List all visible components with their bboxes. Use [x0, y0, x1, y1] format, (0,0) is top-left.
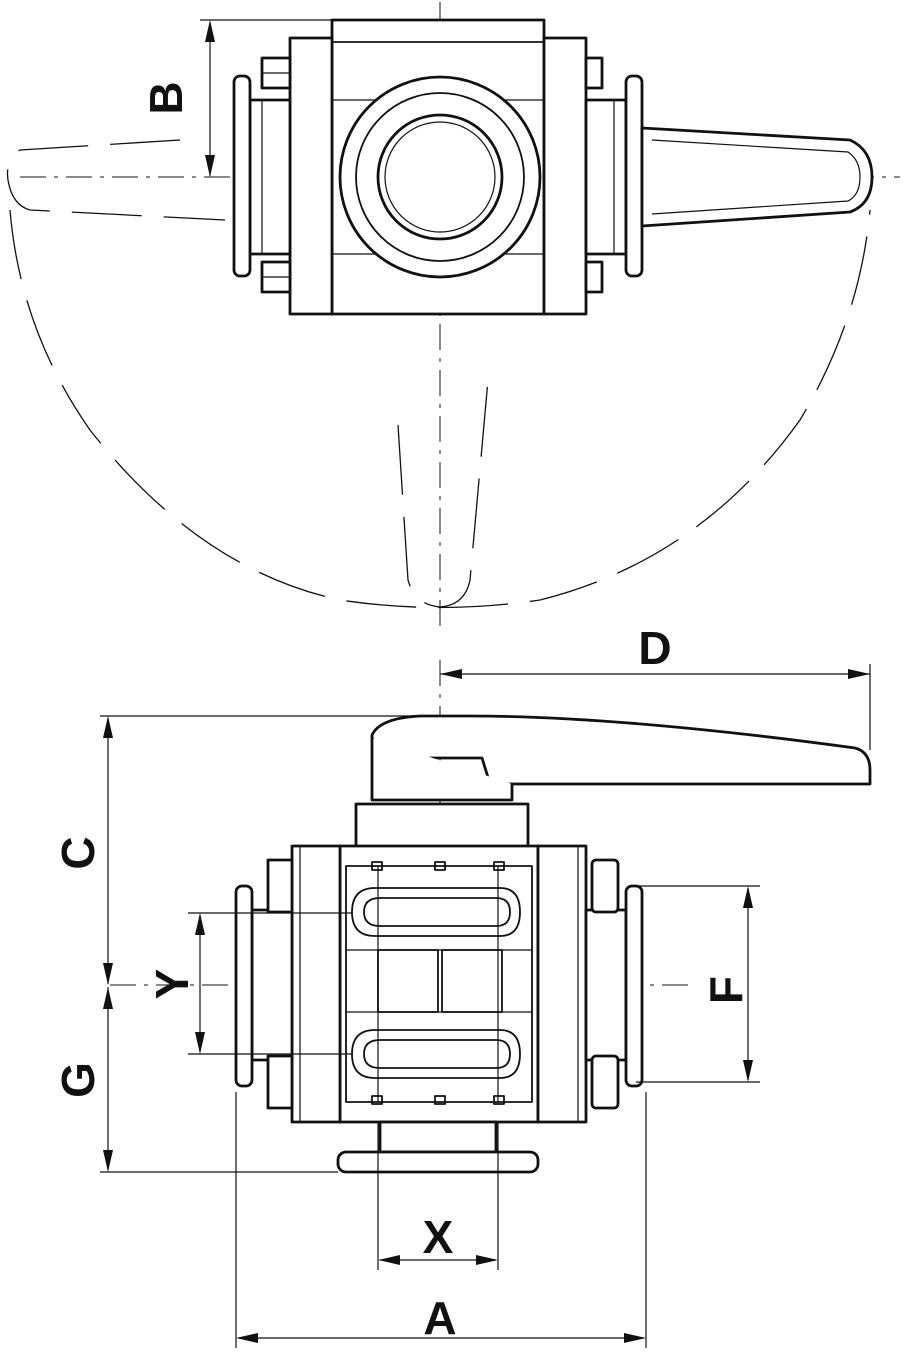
dimension-label-g: G — [52, 1062, 104, 1098]
internal-cavity — [345, 865, 533, 1103]
right-clamp-end — [624, 74, 644, 278]
front-right-clamp — [624, 884, 644, 1088]
left-clamp-ferrule — [248, 98, 292, 256]
upper-channel-inner — [363, 897, 511, 927]
arrow-icon — [195, 913, 205, 935]
pin-icon — [371, 1095, 383, 1105]
handle-hub — [370, 736, 514, 802]
bolt-head-icon — [584, 56, 604, 90]
left-clamp-end — [232, 74, 252, 278]
arrow-icon — [103, 987, 113, 1009]
dimension-label-d: D — [638, 622, 671, 674]
bolt-head-icon — [590, 858, 620, 914]
arrow-icon — [103, 716, 113, 738]
right-flange-plate — [542, 36, 588, 316]
arrow-icon — [205, 20, 215, 42]
front-right-ferrule — [584, 908, 628, 1062]
left-flange-plate — [288, 36, 334, 316]
bolt-head-icon — [590, 1054, 620, 1110]
arrow-icon — [743, 1060, 753, 1082]
port-outer-ring — [338, 75, 542, 279]
arrow-icon — [848, 669, 870, 679]
arrow-icon — [103, 1150, 113, 1172]
lower-channel-inner — [363, 1039, 511, 1069]
bolt-head-icon — [266, 858, 294, 914]
arrow-icon — [476, 1255, 498, 1265]
lower-channel — [351, 1029, 521, 1079]
bottom-port-clamp — [336, 1150, 540, 1174]
handle-inner-line — [651, 139, 861, 215]
swept-handle-outline — [397, 379, 489, 608]
port-bore — [376, 113, 504, 241]
bolt-head-icon — [584, 260, 604, 294]
front-left-clamp — [234, 884, 254, 1088]
pin-icon — [371, 861, 383, 871]
port-bore-inner — [384, 121, 496, 233]
front-right-flange — [536, 844, 588, 1124]
pin-icon — [493, 861, 505, 871]
upper-channel — [351, 887, 521, 937]
top-handle — [640, 126, 874, 228]
pin-icon — [434, 861, 446, 871]
port-ring — [355, 92, 525, 262]
actuator-neck — [354, 802, 530, 850]
swept-handle-left — [6, 139, 226, 221]
dimension-label-f: F — [700, 976, 752, 1004]
dimension-label-c: C — [52, 836, 104, 869]
dimension-label-a: A — [423, 1292, 456, 1344]
arrow-icon — [205, 155, 215, 177]
handle-swing-arc — [9, 209, 871, 609]
top-view: B — [6, 2, 900, 628]
pin-icon — [493, 1095, 505, 1105]
arrow-icon — [378, 1255, 400, 1265]
dimension-label-b: B — [140, 81, 192, 114]
bolt-head-icon — [266, 1054, 294, 1110]
dimension-label-x: X — [423, 1211, 454, 1263]
arrow-icon — [236, 1333, 258, 1343]
arrow-icon — [440, 669, 462, 679]
arrow-icon — [103, 963, 113, 985]
right-clamp-ferrule — [584, 98, 628, 256]
pin-icon — [434, 1095, 446, 1105]
arrow-icon — [624, 1333, 646, 1343]
arrow-icon — [195, 1032, 205, 1054]
bottom-port-ferrule — [378, 1120, 498, 1154]
front-view: D C G Y F X — [52, 622, 872, 1348]
arrow-icon — [743, 886, 753, 908]
dimension-label-y: Y — [146, 969, 198, 1000]
front-left-flange — [290, 844, 342, 1124]
front-left-ferrule — [250, 908, 294, 1062]
